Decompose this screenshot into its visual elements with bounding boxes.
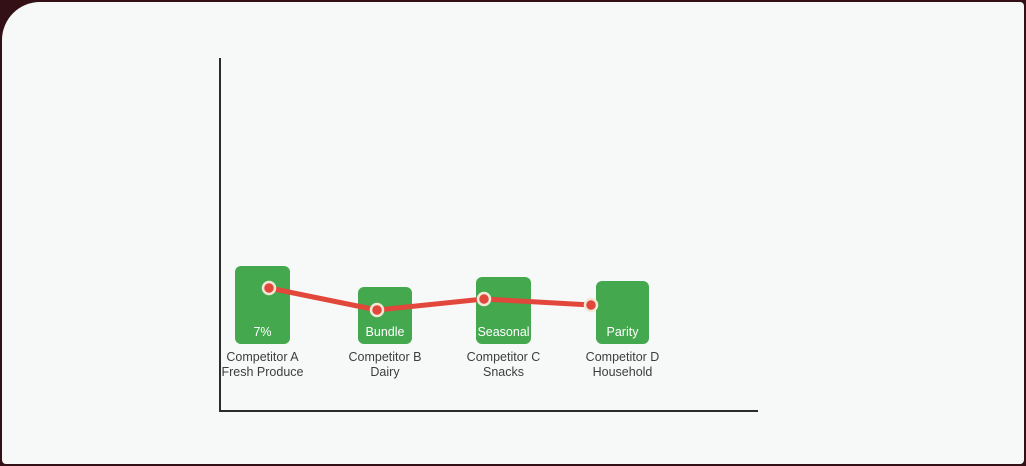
category-sublabel: Household xyxy=(592,365,653,379)
category-name: Competitor B xyxy=(348,350,422,364)
category-sublabel: Fresh Produce xyxy=(221,365,304,379)
category-name: Competitor A xyxy=(226,350,299,364)
trend-line xyxy=(266,285,594,313)
bar-value-label: Parity xyxy=(606,325,639,339)
x-axis-line xyxy=(219,410,758,412)
bar-4: Parity xyxy=(596,281,649,344)
category-name: Competitor D xyxy=(585,350,660,364)
bar-value-label: Bundle xyxy=(365,325,405,339)
bar-value-label: Seasonal xyxy=(477,325,530,339)
bar-1: 7% xyxy=(235,266,290,344)
bar-3: Seasonal xyxy=(476,277,531,344)
y-axis-line xyxy=(219,58,221,412)
bar-2: Bundle xyxy=(358,287,412,344)
category-sublabel: Snacks xyxy=(483,365,524,379)
bar-value-label: 7% xyxy=(253,325,272,339)
category-sublabel: Dairy xyxy=(370,365,400,379)
category-name: Competitor C xyxy=(466,350,541,364)
